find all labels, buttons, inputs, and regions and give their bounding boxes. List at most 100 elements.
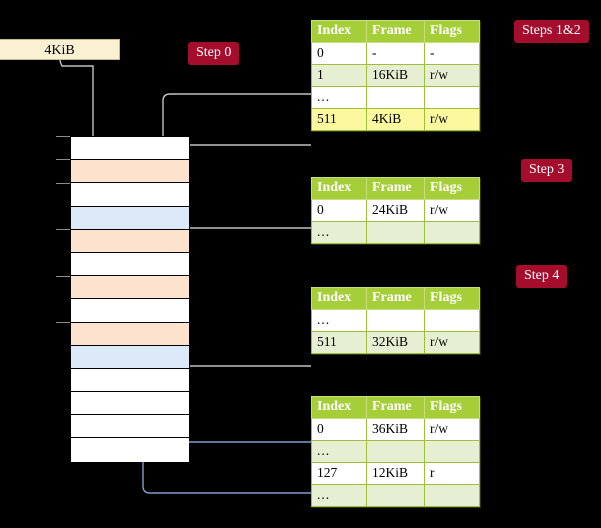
- column-header-index: Index: [311, 20, 367, 43]
- cell-frame: [366, 440, 425, 463]
- table-row[interactable]: ...: [311, 86, 480, 109]
- cell-index: 0: [311, 418, 367, 441]
- table-header-row: Index Frame Flags: [311, 177, 480, 200]
- column-header-index: Index: [311, 177, 367, 200]
- cell-flags: [424, 484, 480, 507]
- wire-step3: [173, 227, 311, 267]
- memory-tick: [56, 159, 71, 160]
- cell-frame: 12KiB: [366, 462, 425, 485]
- column-header-frame: Frame: [366, 396, 425, 419]
- memory-tick: [56, 136, 71, 137]
- cell-index: 511: [311, 108, 367, 131]
- memory-tick: [56, 276, 71, 277]
- column-header-index: Index: [311, 287, 367, 310]
- badge-label: Step 0: [196, 45, 232, 60]
- cell-flags: [424, 309, 480, 332]
- memory-row: [71, 252, 189, 277]
- table-row[interactable]: ...: [311, 309, 480, 332]
- cell-frame: [366, 484, 425, 507]
- column-header-flags: Flags: [424, 20, 480, 43]
- cell-flags: [424, 440, 480, 463]
- column-header-flags: Flags: [424, 396, 480, 419]
- table-row[interactable]: 0 - -: [311, 42, 480, 65]
- column-header-flags: Flags: [424, 287, 480, 310]
- memory-tick: [56, 229, 71, 230]
- cell-frame: [366, 86, 425, 109]
- cell-flags: r/w: [424, 64, 480, 87]
- cell-frame: 4KiB: [366, 108, 425, 131]
- memory-row: [71, 299, 189, 323]
- physical-memory-column: [70, 136, 190, 462]
- badge-step-0: Step 0: [188, 42, 240, 65]
- table-header-row: Index Frame Flags: [311, 396, 480, 419]
- table-row[interactable]: 511 4KiB r/w: [311, 108, 480, 131]
- memory-row: [71, 438, 189, 462]
- table-row[interactable]: 1 16KiB r/w: [311, 64, 480, 87]
- memory-tick: [56, 183, 71, 184]
- memory-row: [71, 183, 189, 207]
- page-table-pd: Index Frame Flags ... 511 32KiB r/w: [311, 287, 480, 354]
- cell-frame: 36KiB: [366, 418, 425, 441]
- cell-index: 511: [311, 331, 367, 354]
- badge-label: Steps 1&2: [522, 23, 581, 38]
- cell-flags: [424, 221, 480, 244]
- cell-frame: [366, 309, 425, 332]
- column-header-flags: Flags: [424, 177, 480, 200]
- memory-row: [71, 229, 189, 253]
- page-table-pdp: Index Frame Flags 0 24KiB r/w ...: [311, 177, 480, 244]
- wire-steps12-b: [174, 144, 311, 158]
- cell-frame: 24KiB: [366, 199, 425, 222]
- cell-index: 127: [311, 462, 367, 485]
- badge-step-3: Step 3: [521, 159, 573, 182]
- badge-step-4: Step 4: [516, 265, 568, 288]
- source-frame-box: 4KiB: [0, 39, 120, 60]
- column-header-index: Index: [311, 396, 367, 419]
- cell-index: 0: [311, 42, 367, 65]
- table-row[interactable]: ...: [311, 221, 480, 244]
- wire-step4: [173, 315, 311, 367]
- table-row[interactable]: 127 12KiB r: [311, 462, 480, 485]
- memory-row: [71, 345, 189, 369]
- memory-row: [71, 368, 189, 393]
- cell-index: ...: [311, 221, 367, 244]
- memory-tick: [56, 322, 71, 323]
- badge-steps-1-2: Steps 1&2: [514, 20, 589, 43]
- cell-index: 1: [311, 64, 367, 87]
- cell-frame: 32KiB: [366, 331, 425, 354]
- cell-flags: r/w: [424, 199, 480, 222]
- memory-row: [71, 276, 189, 300]
- column-header-frame: Frame: [366, 20, 425, 43]
- cell-index: ...: [311, 309, 367, 332]
- page-table-pml4: Index Frame Flags 0 - - 1 16KiB r/w ... …: [311, 20, 480, 131]
- column-header-frame: Frame: [366, 287, 425, 310]
- memory-row: [71, 322, 189, 346]
- cell-frame: [366, 221, 425, 244]
- source-frame-label: 4KiB: [44, 43, 75, 58]
- cell-flags: r/w: [424, 108, 480, 131]
- badge-label: Step 4: [524, 268, 560, 283]
- table-header-row: Index Frame Flags: [311, 20, 480, 43]
- table-row[interactable]: 511 32KiB r/w: [311, 331, 480, 354]
- page-table-pt: Index Frame Flags 0 36KiB r/w ... 127 12…: [311, 396, 480, 507]
- memory-row: [71, 415, 189, 439]
- table-row[interactable]: ...: [311, 440, 480, 463]
- cell-frame: -: [366, 42, 425, 65]
- cell-flags: r: [424, 462, 480, 485]
- memory-row: [71, 160, 189, 184]
- cell-index: 0: [311, 199, 367, 222]
- table-row[interactable]: ...: [311, 484, 480, 507]
- cell-flags: r/w: [424, 331, 480, 354]
- memory-row: [71, 137, 189, 161]
- memory-row: [71, 392, 189, 416]
- table-row[interactable]: 0 24KiB r/w: [311, 199, 480, 222]
- cell-index: ...: [311, 484, 367, 507]
- memory-row: [71, 206, 189, 230]
- cell-index: ...: [311, 440, 367, 463]
- cell-flags: [424, 86, 480, 109]
- cell-flags: -: [424, 42, 480, 65]
- cell-frame: 16KiB: [366, 64, 425, 87]
- table-row[interactable]: 0 36KiB r/w: [311, 418, 480, 441]
- cell-flags: r/w: [424, 418, 480, 441]
- table-header-row: Index Frame Flags: [311, 287, 480, 310]
